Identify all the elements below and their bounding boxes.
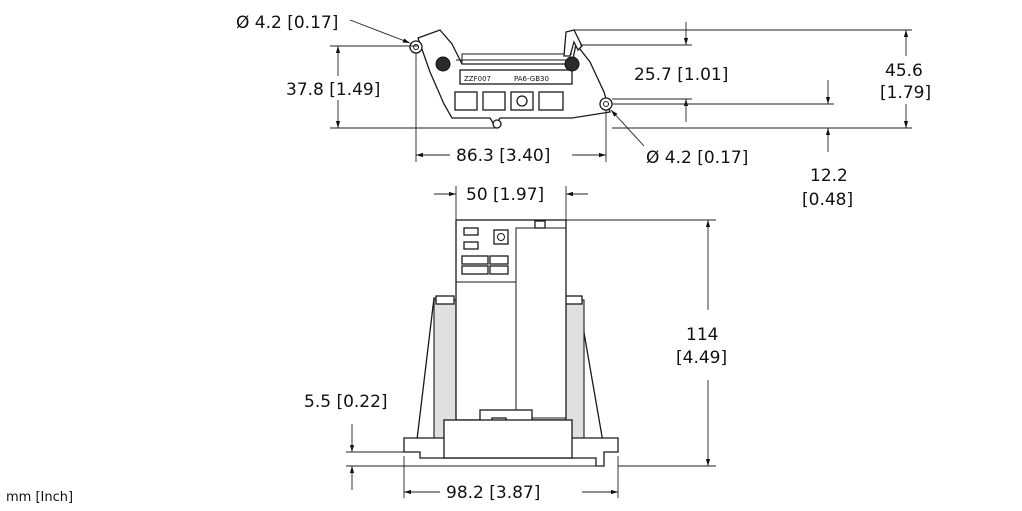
- height-right-line2: [1.79]: [880, 83, 931, 103]
- height-right-line1: 45.6: [885, 61, 923, 81]
- latch-hook: [563, 29, 583, 57]
- part-code-1: ZZF007: [464, 75, 491, 83]
- base-height-label: 5.5 [0.22]: [304, 392, 388, 412]
- height-line1: 114: [686, 325, 718, 345]
- top-width-label: 50 [1.97]: [466, 185, 544, 205]
- width-label: 86.3 [3.40]: [456, 146, 550, 166]
- post-left-cap: [435, 295, 455, 305]
- top-tab: [534, 220, 546, 229]
- height-line2: [4.49]: [676, 348, 727, 368]
- post-right-cap: [563, 295, 583, 305]
- mount-hole-left-inner: [413, 44, 419, 50]
- label-strip: [459, 69, 573, 85]
- mount-hole-left: [409, 40, 423, 54]
- panel-slot-1: [463, 227, 479, 236]
- panel-slot-4: [489, 255, 509, 265]
- bottom-nub: [492, 119, 502, 129]
- panel-indicator: [493, 229, 509, 245]
- screw-left: [435, 56, 451, 72]
- hole-right-label: Ø 4.2 [0.17]: [646, 148, 748, 168]
- main-body: [455, 219, 567, 421]
- window-1: [454, 91, 478, 111]
- height-left-label: 37.8 [1.49]: [286, 80, 380, 100]
- offset-line1: 12.2: [810, 166, 848, 186]
- height-mid-label: 25.7 [1.01]: [634, 65, 728, 85]
- post-left: [433, 299, 457, 441]
- panel-slot-2: [463, 241, 479, 250]
- panel-slot-5: [461, 265, 489, 275]
- top-view: ZZF007 PA6-GB30 Ø 4.2 [0.17] 37.8 [1.49]…: [236, 13, 931, 210]
- window-4: [538, 91, 564, 111]
- base-block: [443, 419, 573, 459]
- panel-indicator-dot: [497, 233, 505, 241]
- front-view: 50 [1.97] 114 [4.49] 5.5 [0.22] 98.2 [3.…: [304, 185, 727, 503]
- panel-slot-6: [489, 265, 509, 275]
- mount-hole-right-inner: [603, 101, 609, 107]
- screw-center: [516, 95, 528, 107]
- offset-line2: [0.48]: [802, 190, 853, 210]
- window-2: [482, 91, 506, 111]
- holder-top-rail: [456, 53, 572, 64]
- panel-slot-3: [461, 255, 489, 265]
- mount-hole-right: [599, 97, 613, 111]
- base-width-label: 98.2 [3.87]: [446, 483, 540, 503]
- hole-left-label: Ø 4.2 [0.17]: [236, 13, 338, 33]
- screw-right: [564, 56, 580, 72]
- units-label: mm [Inch]: [6, 490, 73, 505]
- part-code-2: PA6-GB30: [514, 75, 549, 83]
